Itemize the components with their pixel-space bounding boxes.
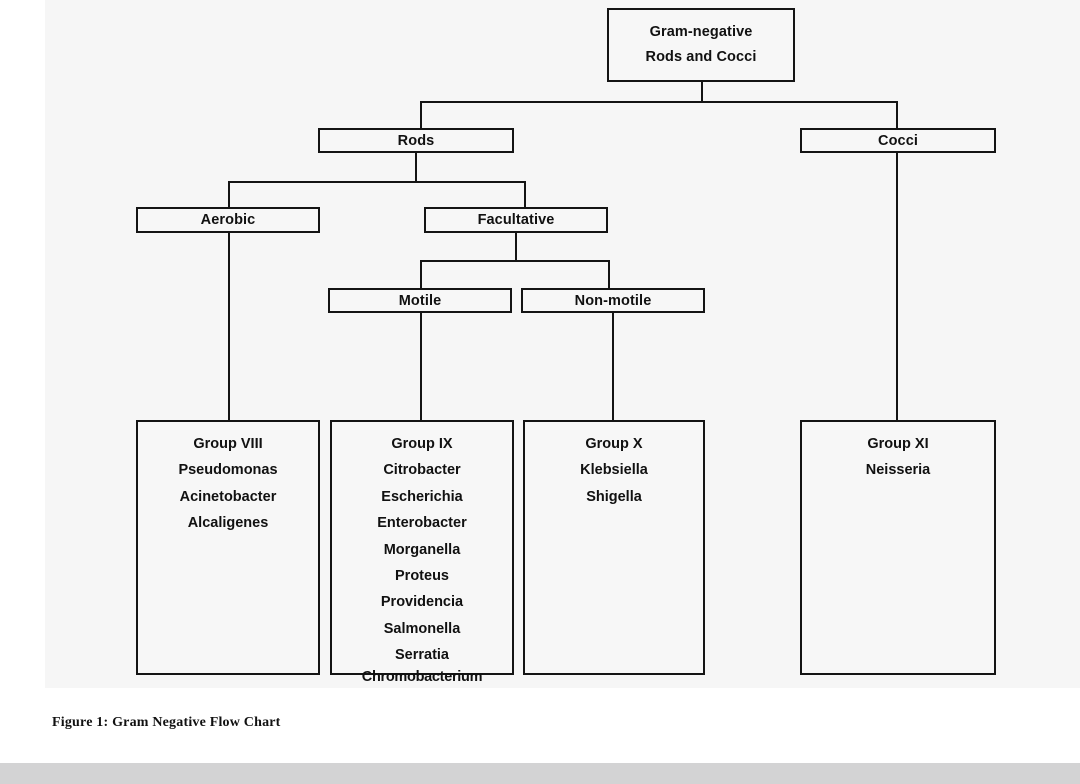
- connector-facultative-stem: [515, 233, 517, 262]
- node-root-line-1: Gram-negative: [649, 23, 753, 40]
- connector-rods-stem: [415, 153, 417, 182]
- document-caption-surface: [45, 688, 1080, 763]
- connector-to-non-motile: [608, 260, 610, 288]
- figure-caption: Figure 1: Gram Negative Flow Chart: [52, 715, 281, 730]
- group-box-group-viii[interactable]: Group VIII Pseudomonas Acinetobacter Alc…: [136, 420, 320, 675]
- connector-to-motile: [420, 260, 422, 288]
- group-viii-heading: Group VIII: [193, 436, 263, 452]
- group-ix-item: Salmonella: [383, 620, 461, 637]
- bottom-status-bar: [0, 763, 1080, 784]
- group-box-group-x[interactable]: Group X Klebsiella Shigella: [523, 420, 705, 675]
- group-x-list: Group X Klebsiella Shigella: [525, 431, 703, 510]
- gram-negative-flowchart: Gram-negative Rods and Cocci Rods Cocci …: [136, 8, 996, 685]
- group-ix-item: Escherichia: [381, 488, 463, 505]
- group-xi-heading: Group XI: [867, 436, 929, 452]
- group-xi-list: Group XI Neisseria: [802, 431, 994, 484]
- node-aerobic[interactable]: Aerobic: [136, 207, 320, 233]
- connector-cocci-to-group-xi: [896, 153, 898, 420]
- group-ix-heading: Group IX: [391, 436, 453, 452]
- connector-to-facultative: [524, 181, 526, 208]
- group-ix-item: Chromobacterium: [361, 669, 483, 686]
- connector-to-cocci: [896, 101, 898, 129]
- node-motile[interactable]: Motile: [328, 288, 512, 313]
- node-root-line-2: Rods and Cocci: [645, 49, 757, 65]
- node-cocci[interactable]: Cocci: [800, 128, 996, 153]
- group-ix-item: Enterobacter: [377, 515, 467, 532]
- connector-aerobic-to-group-viii: [228, 233, 230, 420]
- connector-root-stem: [701, 82, 703, 103]
- connector-non-motile-to-group-x: [612, 313, 614, 420]
- group-viii-item: Alcaligenes: [187, 515, 269, 532]
- connector-motile-to-group-ix: [420, 313, 422, 420]
- group-box-group-ix[interactable]: Group IX Citrobacter Escherichia Enterob…: [330, 420, 514, 685]
- group-ix-item: Providencia: [380, 594, 464, 611]
- group-ix-item: Morganella: [383, 541, 461, 558]
- group-x-item: Klebsiella: [580, 462, 648, 479]
- group-ix-item: Serratia: [394, 647, 449, 663]
- connector-level1-bus: [420, 101, 898, 103]
- group-x-heading: Group X: [585, 436, 643, 452]
- connector-to-rods: [420, 101, 422, 129]
- group-xi-item: Neisseria: [865, 462, 931, 479]
- connector-level2-bus: [228, 181, 526, 183]
- group-ix-item: Proteus: [395, 567, 449, 584]
- connector-to-aerobic: [228, 181, 230, 208]
- connector-level3-bus: [420, 260, 610, 262]
- node-root-gram-negative[interactable]: Gram-negative Rods and Cocci: [607, 8, 795, 82]
- group-box-group-xi[interactable]: Group XI Neisseria: [800, 420, 996, 675]
- group-ix-item: Citrobacter: [383, 462, 461, 479]
- node-rods[interactable]: Rods: [318, 128, 514, 153]
- node-facultative[interactable]: Facultative: [424, 207, 608, 233]
- group-viii-item: Pseudomonas: [178, 462, 278, 479]
- group-viii-item: Acinetobacter: [179, 488, 277, 505]
- group-ix-list: Group IX Citrobacter Escherichia Enterob…: [332, 431, 512, 687]
- node-non-motile[interactable]: Non-motile: [521, 288, 705, 313]
- group-viii-list: Group VIII Pseudomonas Acinetobacter Alc…: [138, 431, 318, 537]
- group-x-item: Shigella: [586, 488, 642, 505]
